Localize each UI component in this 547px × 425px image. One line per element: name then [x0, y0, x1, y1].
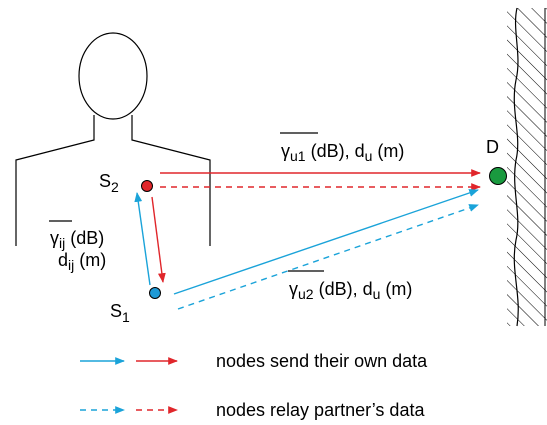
legend: nodes send their own data nodes relay pa…	[80, 351, 428, 420]
label-ij: γij (dB) dij (m)	[49, 220, 106, 273]
label-s2: S2	[99, 171, 119, 195]
head-shape	[78, 32, 148, 120]
link-s1-d-own	[173, 189, 479, 295]
svg-text:γu1 (dB), du (m): γu1 (dB), du (m)	[281, 141, 404, 164]
link-s2-s1	[151, 196, 166, 283]
links	[134, 169, 481, 310]
label-u2: γu2 (dB), du (m)	[288, 270, 412, 302]
svg-text:γu2 (dB), du (m): γu2 (dB), du (m)	[289, 279, 412, 302]
node-s2	[141, 180, 153, 192]
legend-row-solid: nodes send their own data	[80, 351, 428, 371]
legend-row-dashed: nodes relay partner’s data	[80, 400, 425, 420]
label-d: D	[486, 137, 499, 157]
label-s1: S1	[110, 301, 130, 325]
legend-dashed-text: nodes relay partner’s data	[216, 400, 425, 420]
node-d	[489, 167, 507, 185]
svg-text:dij (m): dij (m)	[58, 250, 106, 273]
label-u1: γu1 (dB), du (m)	[280, 132, 404, 164]
legend-solid-text: nodes send their own data	[216, 351, 428, 371]
torso-shape	[15, 115, 211, 246]
body-outline	[15, 32, 211, 246]
node-s1	[149, 287, 161, 299]
link-s1-s2	[134, 192, 151, 286]
link-s1-d-relay	[177, 204, 479, 310]
svg-text:γij (dB): γij (dB)	[50, 228, 104, 251]
wall	[507, 7, 547, 327]
